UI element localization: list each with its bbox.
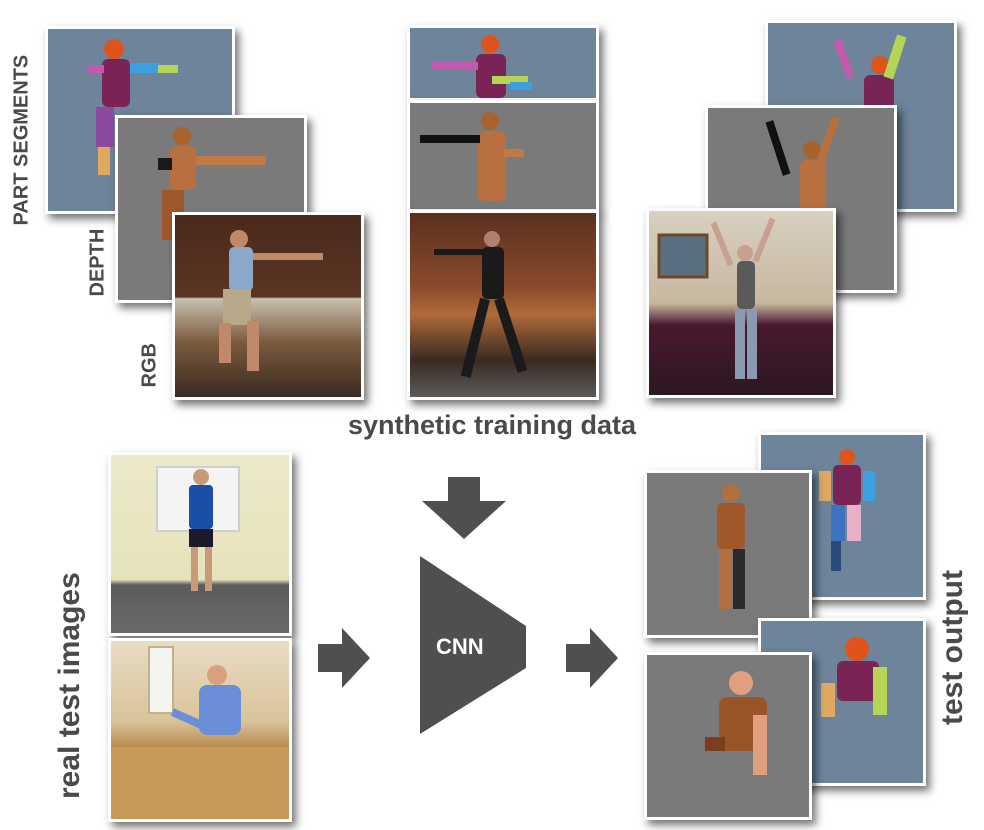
cnn-block-shape <box>420 556 526 734</box>
output-segment-figure-2 <box>821 637 887 717</box>
stack3-rgb-image <box>646 208 836 398</box>
down-arrow-icon <box>422 477 506 539</box>
stack1-rgb-figure <box>219 230 323 371</box>
stack2-rgb-figure <box>434 231 528 378</box>
stack2-segment-figure <box>432 35 532 98</box>
stack1-segment-figure <box>88 39 178 175</box>
test-output-depth-2 <box>644 652 812 820</box>
real-test-image-1 <box>108 452 292 636</box>
output-segment-figure-1 <box>819 449 875 571</box>
right-arrow-input-icon <box>318 628 370 688</box>
synthetic-training-data-title: synthetic training data <box>347 410 637 440</box>
cnn-label: CNN <box>436 634 484 659</box>
part-segments-label: PART SEGMENTS <box>10 54 33 226</box>
stack3-segment-figure <box>833 34 907 109</box>
depth-label: DEPTH <box>86 228 109 297</box>
output-depth-figure-2 <box>705 671 767 775</box>
real-test-figure-2 <box>111 646 289 819</box>
stack2-depth-figure <box>420 112 524 201</box>
output-depth-figure-1 <box>717 484 745 609</box>
stack2-part-segments-image <box>407 25 599 101</box>
test-output-label: test output <box>936 570 969 725</box>
stack1-rgb-image <box>172 212 364 400</box>
test-output-depth-1 <box>644 470 812 638</box>
real-test-figure-1 <box>156 466 240 591</box>
right-arrow-output-icon <box>566 628 618 688</box>
real-test-image-2 <box>108 638 292 822</box>
real-test-images-label: real test images <box>53 572 86 799</box>
stack2-depth-image <box>407 100 599 212</box>
stack2-rgb-image <box>407 210 599 400</box>
rgb-label: RGB <box>138 343 161 388</box>
stack3-rgb-figure <box>657 217 776 379</box>
